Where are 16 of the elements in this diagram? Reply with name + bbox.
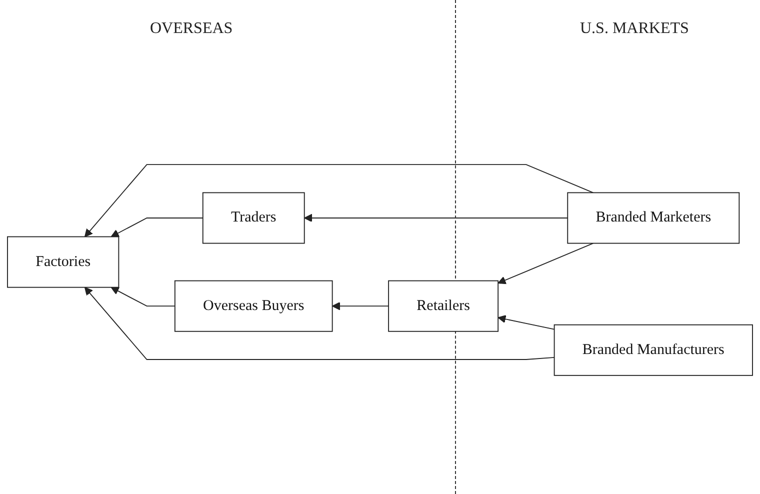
arrow [84,164,594,238]
arrow [110,286,176,307]
node-box: Branded Marketers [567,192,740,244]
arrow [332,302,390,310]
arrow [110,218,204,238]
arrow [498,242,594,284]
region-label: U.S. MARKETS [580,20,689,38]
region-label: OVERSEAS [150,20,233,38]
arrow [498,315,555,330]
arrow [304,214,568,222]
node-box: Retailers [388,280,499,332]
node-box: Overseas Buyers [174,280,333,332]
arrow [84,286,555,360]
node-box: Factories [7,236,120,288]
node-box: Traders [202,192,305,244]
node-box: Branded Manufacturers [554,324,753,376]
